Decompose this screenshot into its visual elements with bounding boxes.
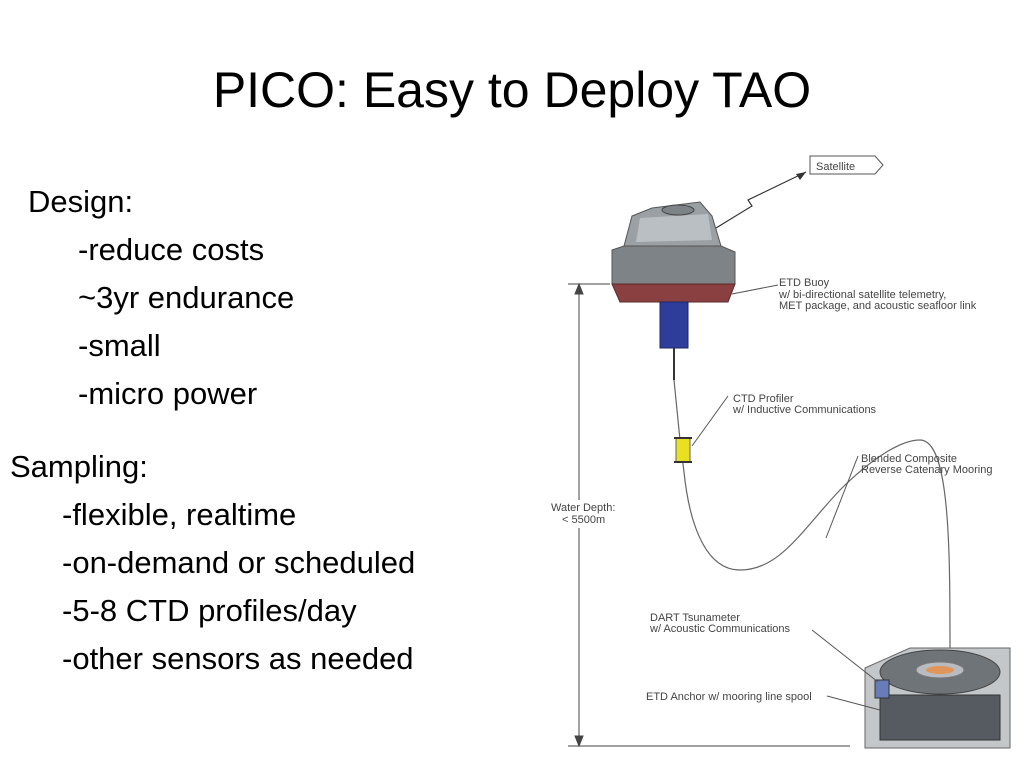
design-item: -small [78, 328, 161, 363]
dart-label-title: DART Tsunameter [650, 612, 740, 624]
sampling-item: -flexible, realtime [62, 497, 297, 532]
mooring-label-title: Blended Composite [861, 453, 957, 465]
telemetry-link-icon [715, 171, 807, 229]
buoy-label-line1: w/ bi-directional satellite telemetry, [778, 289, 946, 301]
etd-buoy-icon [611, 201, 736, 380]
design-item: -micro power [78, 376, 258, 411]
water-depth-value: < 5500m [562, 514, 605, 526]
mooring-diagram: Satellite Water Depth: < 5500m [548, 155, 1011, 749]
sampling-heading: Sampling: [10, 449, 148, 484]
buoy-label-title: ETD Buoy [779, 277, 830, 289]
ctd-label-line1: w/ Inductive Communications [732, 404, 877, 416]
leader-lines [691, 284, 881, 711]
design-section: Design: -reduce costs ~3yr endurance -sm… [28, 178, 294, 418]
sampling-section: Sampling: -flexible, realtime -on-demand… [10, 443, 415, 683]
ctd-label-title: CTD Profiler [733, 393, 794, 405]
design-item: ~3yr endurance [78, 280, 295, 315]
design-item: -reduce costs [78, 232, 265, 267]
slide-title: PICO: Easy to Deploy TAO [212, 62, 812, 118]
sampling-item: -other sensors as needed [62, 641, 414, 676]
mooring-label-line1: Reverse Catenary Mooring [861, 464, 992, 476]
buoy-label-line2: MET package, and acoustic seafloor link [779, 300, 977, 312]
anchor-label: ETD Anchor w/ mooring line spool [646, 691, 812, 703]
design-heading: Design: [28, 184, 134, 219]
satellite-label-box: Satellite [809, 155, 884, 175]
sampling-item: -5-8 CTD profiles/day [62, 593, 357, 628]
dart-label-line1: w/ Acoustic Communications [649, 623, 790, 635]
mooring-line [673, 379, 951, 651]
sampling-item: -on-demand or scheduled [62, 545, 416, 580]
ctd-profiler-icon [674, 437, 692, 463]
dart-anchor-icon [864, 647, 1011, 749]
water-depth-label: Water Depth: [551, 502, 615, 514]
satellite-label: Satellite [816, 161, 855, 173]
